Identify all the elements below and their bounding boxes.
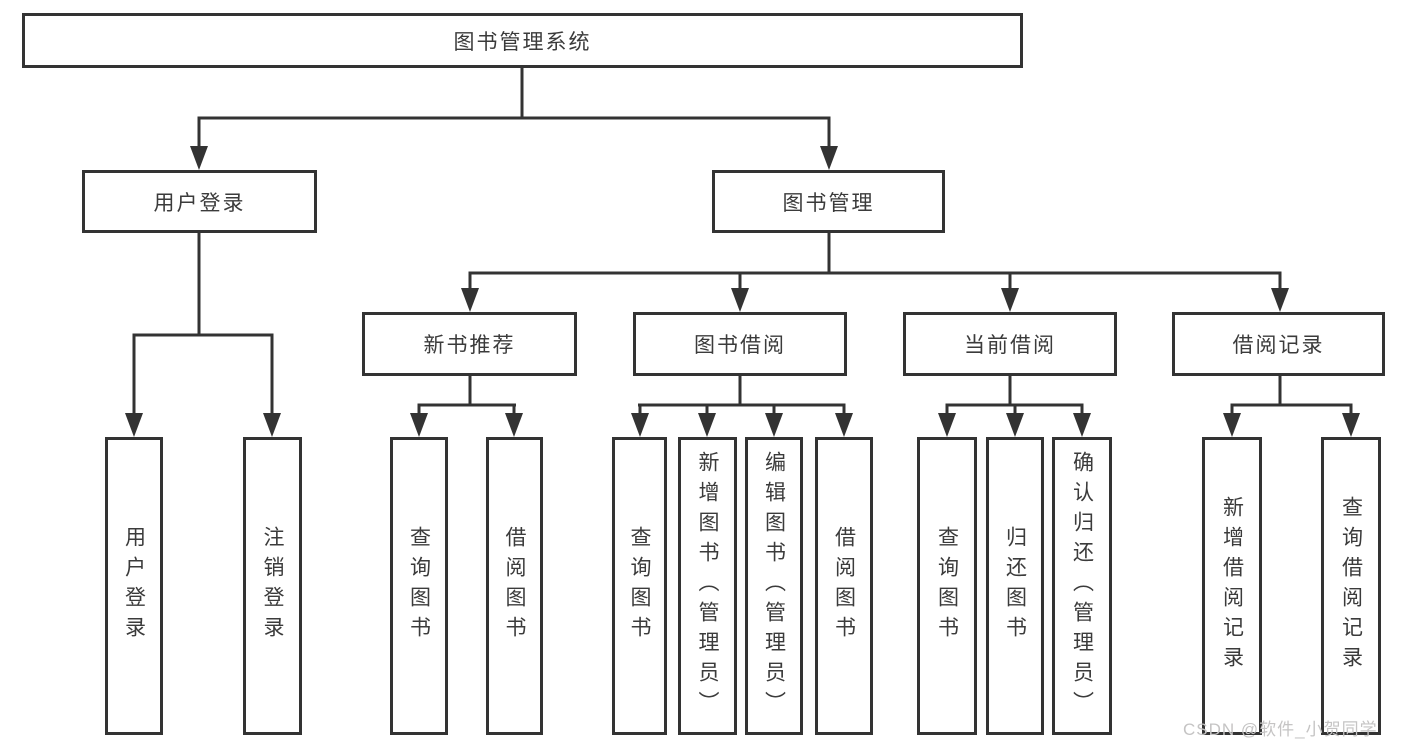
node-user-login: 用户登录: [82, 170, 317, 233]
node-label: 归还图书: [1003, 526, 1027, 646]
node-label: 查询借阅记录: [1339, 496, 1363, 676]
leaf-confirm-return-admin: 确认归还（管理员）: [1052, 437, 1112, 735]
node-label: 查询图书: [628, 526, 651, 646]
node-label: 编辑图书（管理员）: [762, 451, 786, 721]
leaf-borrow-books: 借阅图书: [486, 437, 543, 735]
leaf-edit-books-admin: 编辑图书（管理员）: [745, 437, 803, 735]
leaf-return-books: 归还图书: [986, 437, 1044, 735]
node-label: 图书管理: [782, 191, 875, 215]
leaf-query-books: 查询图书: [390, 437, 448, 735]
node-new-book-recommendation: 新书推荐: [362, 312, 577, 376]
node-label: 查询图书: [407, 526, 431, 646]
leaf-add-books-admin: 新增图书（管理员）: [678, 437, 737, 735]
node-label: 借阅图书: [832, 526, 856, 646]
node-label: 新增借阅记录: [1220, 496, 1244, 676]
node-label: 当前借阅: [964, 334, 1056, 357]
leaf-logout: 注销登录: [243, 437, 302, 735]
leaf-borrow-books: 借阅图书: [815, 437, 873, 735]
node-label: 新书推荐: [423, 334, 516, 357]
node-label: 确认归还（管理员）: [1070, 451, 1094, 721]
leaf-query-books: 查询图书: [612, 437, 667, 735]
node-current-borrowing: 当前借阅: [903, 312, 1117, 376]
node-label: 用户登录: [122, 526, 146, 646]
node-book-borrowing: 图书借阅: [633, 312, 847, 376]
node-label: 查询图书: [935, 526, 959, 646]
node-label: 用户登录: [153, 191, 246, 215]
leaf-query-books: 查询图书: [917, 437, 977, 735]
csdn-watermark: CSDN @软件_小贺同学: [1183, 720, 1378, 739]
node-label: 新增图书（管理员）: [696, 451, 719, 721]
leaf-add-borrow-record: 新增借阅记录: [1202, 437, 1262, 735]
node-label: 图书借阅: [694, 334, 786, 357]
node-label: 图书管理系统: [453, 30, 592, 54]
node-library-management-system: 图书管理系统: [22, 13, 1023, 68]
node-borrowing-records: 借阅记录: [1172, 312, 1385, 376]
leaf-user-login: 用户登录: [105, 437, 163, 735]
node-label: 借阅图书: [503, 526, 526, 646]
node-label: 借阅记录: [1232, 334, 1325, 357]
node-label: 注销登录: [261, 526, 284, 646]
leaf-query-borrow-record: 查询借阅记录: [1321, 437, 1381, 735]
node-book-management: 图书管理: [712, 170, 945, 233]
